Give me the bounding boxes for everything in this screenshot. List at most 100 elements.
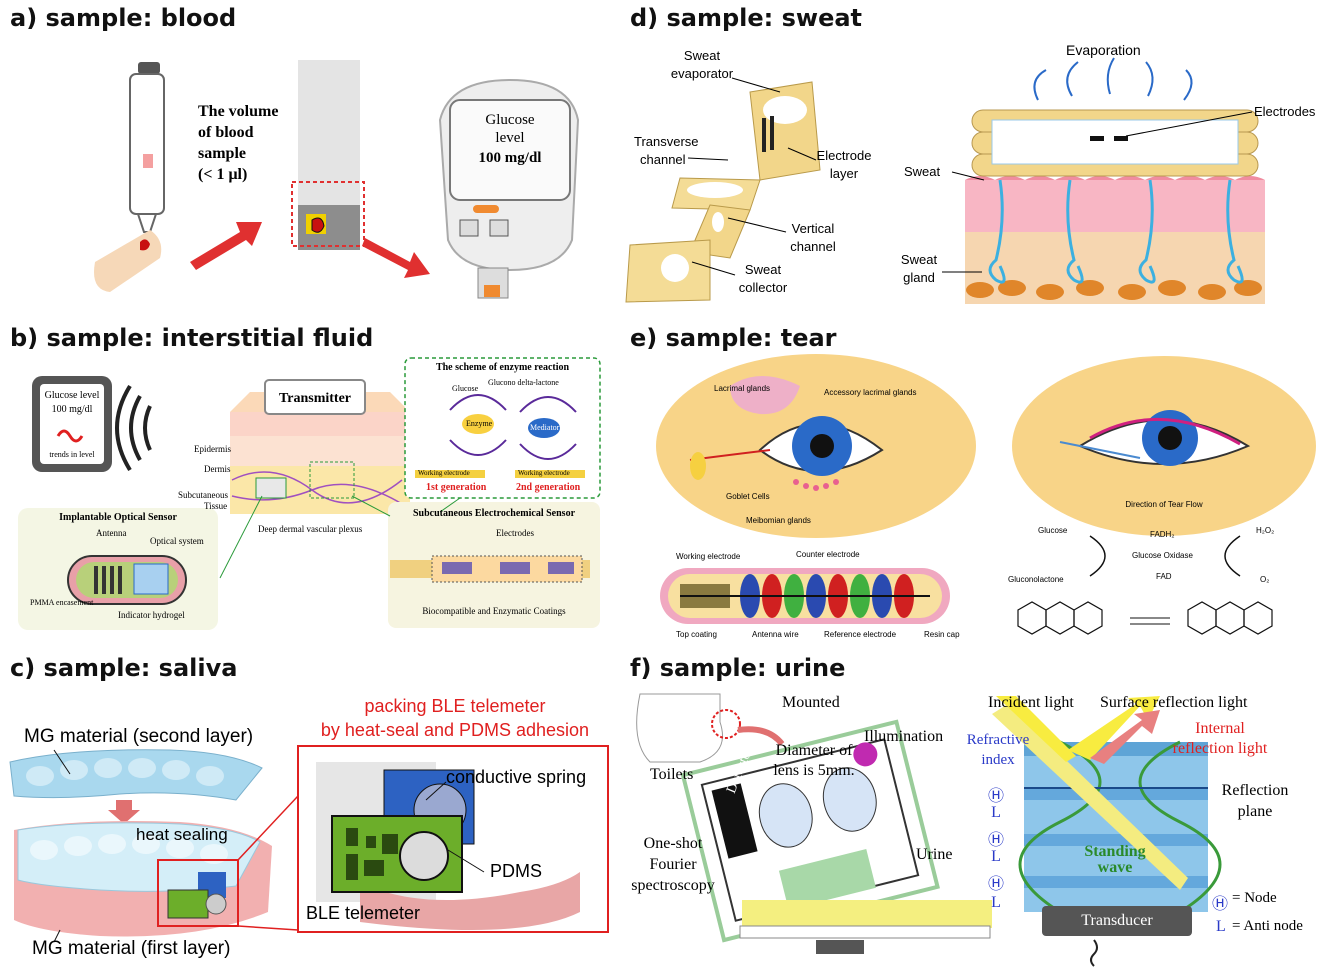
fadh2-label: FADH₂: [1150, 530, 1175, 539]
meter-value: 100 mg/dl: [478, 150, 542, 166]
refractive-index-label-1: Refractive: [966, 732, 1030, 748]
top-coating-label: Top coating: [676, 630, 717, 639]
blood-volume-line-2: of blood: [198, 124, 254, 141]
transducer-label: Transducer: [1081, 912, 1153, 929]
o2-label: O₂: [1260, 575, 1270, 584]
accessory-glands-label: Accessory lacrimal glands: [824, 388, 917, 397]
working-electrode-1: Working electrode: [418, 469, 470, 477]
enzyme-title: The scheme of enzyme reaction: [435, 362, 570, 373]
standing-wave-label-2: wave: [1097, 859, 1133, 876]
panel-title-interstitial-fluid: b) sample: interstitial fluid: [10, 324, 374, 352]
toilets-label: Toilets: [650, 766, 694, 783]
sweat-gland-label-1: Sweat: [900, 252, 938, 267]
electrode-layer-label-2: layer: [829, 166, 859, 181]
reference-electrode-label: Reference electrode: [824, 630, 897, 639]
working-electrode-e-label: Working electrode: [676, 552, 741, 561]
antinode-legend: = Anti node: [1232, 918, 1303, 934]
glucose-oxidase-label: Glucose Oxidase: [1132, 551, 1193, 560]
subcutaneous-label: Subcutaneous: [178, 490, 228, 500]
saliva-illustration: [9, 745, 609, 943]
counter-electrode-label: Counter electrode: [796, 550, 860, 559]
sweat-evaporator-label-2: evaporator: [670, 66, 734, 81]
fad-label: FAD: [1156, 572, 1172, 581]
oneshot-label-1: One-shot: [643, 835, 703, 852]
tear-flow-label: Direction of Tear Flow: [1125, 500, 1203, 509]
panel-sweat: d) sample: sweat: [620, 0, 1330, 320]
reflection-plane-label-2: plane: [1237, 803, 1273, 820]
enzyme-glucose: Glucose: [452, 384, 479, 393]
oneshot-label-3: spectroscopy: [631, 877, 715, 894]
ble-telemeter-label: BLE telemeter: [306, 903, 421, 923]
transverse-channel-label-1: Transverse: [634, 134, 699, 149]
antinode-symbol: L: [1216, 918, 1226, 935]
panel-blood: a) sample: blood The volume of blood sam…: [0, 0, 620, 320]
transmitter-label: Transmitter: [278, 391, 352, 406]
resin-cap-label: Resin cap: [924, 630, 960, 639]
illumination-label: Illumination: [864, 728, 944, 745]
blood-volume-line-4: (< 1 μl): [198, 166, 248, 183]
mounted-label: Mounted: [782, 694, 840, 711]
lacrimal-glands-label: Lacrimal glands: [714, 384, 771, 393]
panel-interstitial-fluid: b) sample: interstitial fluid: [0, 320, 620, 650]
enzyme-lactone: Glucono delta-lactone: [488, 378, 559, 387]
sweat-collector-label-2: collector: [738, 280, 788, 295]
red-caption-line-2: by heat-seal and PDMS adhesion: [320, 720, 590, 740]
node-symbol: Ⓗ: [1212, 896, 1229, 913]
lens-diameter-label-2: lens is 5mm.: [773, 762, 855, 779]
h2o2-label: H₂O₂: [1256, 526, 1275, 535]
antenna-label: Antenna: [96, 528, 127, 538]
optical-system-label: Optical system: [150, 536, 204, 546]
urine-label: Urine: [916, 846, 953, 863]
enzyme-label: Enzyme: [466, 419, 493, 428]
sweat-collector-label-1: Sweat: [744, 262, 782, 277]
pmma-label: PMMA encasement: [30, 598, 94, 607]
sweat-label: Sweat: [904, 164, 941, 179]
electrodes-label: Electrodes: [1254, 104, 1316, 119]
mediator-label: Mediator: [530, 423, 560, 432]
panel-saliva: c) sample: saliva packing BLE telemeter …: [0, 650, 620, 974]
panel-title-tear: e) sample: tear: [630, 324, 837, 352]
coatings-label: Biocompatible and Enzymatic Coatings: [422, 606, 566, 616]
panel-title-blood: a) sample: blood: [10, 4, 237, 32]
sweat-evaporator-label-1: Sweat: [683, 48, 721, 63]
refractive-tick-1: Ⓗ: [988, 788, 1005, 805]
panel-tear: e) sample: tear: [620, 320, 1330, 650]
standing-wave-label-1: Standing: [1084, 843, 1146, 860]
glucose-e-label: Glucose: [1038, 526, 1068, 535]
refractive-index-label-2: index: [981, 752, 1015, 768]
reflection-plane-label-1: Reflection: [1221, 782, 1289, 799]
panel-urine: f) sample: urine: [620, 650, 1330, 974]
pdms-label: PDMS: [490, 861, 543, 881]
blood-illustration: [94, 60, 580, 299]
working-electrode-2: Working electrode: [518, 469, 570, 477]
urine-illustration: [636, 693, 1222, 967]
meter-glucose-label: Glucose: [485, 112, 535, 128]
vertical-channel-label-2: channel: [790, 239, 836, 254]
refractive-tick-6: L: [991, 894, 1001, 911]
sweat-illustration: [625, 57, 1265, 304]
panel-title-urine: f) sample: urine: [630, 654, 846, 682]
interstitial-illustration: [18, 357, 601, 630]
conductive-spring-label: conductive spring: [446, 767, 587, 787]
sweat-gland-label-2: gland: [903, 270, 935, 285]
mg-second-layer-label: MG material (second layer): [24, 726, 254, 747]
internal-reflection-label-2: reflection light: [1172, 740, 1268, 757]
hydrogel-label: Indicator hydrogel: [118, 610, 185, 620]
refractive-tick-5: Ⓗ: [988, 876, 1005, 893]
refractive-tick-4: L: [991, 848, 1001, 865]
phone-trends-label: trends in level: [49, 450, 95, 459]
incident-light-label: Incident light: [988, 694, 1074, 711]
panel-title-saliva: c) sample: saliva: [10, 654, 238, 682]
electrochemical-sensor-title: Subcutaneous Electrochemical Sensor: [412, 508, 576, 519]
meibomian-glands-label: Meibomian glands: [746, 516, 811, 525]
goblet-cells-label: Goblet Cells: [726, 492, 770, 501]
refractive-tick-3: Ⓗ: [988, 832, 1005, 849]
internal-reflection-label-1: Internal: [1195, 720, 1245, 737]
optical-sensor-title: Implantable Optical Sensor: [59, 512, 177, 523]
lens-diameter-label-1: Diameter of: [775, 742, 853, 759]
transverse-channel-label-2: channel: [640, 152, 686, 167]
tissue-label: Tissue: [204, 501, 228, 511]
panel-title-sweat: d) sample: sweat: [630, 4, 863, 32]
antenna-wire-label: Antenna wire: [752, 630, 799, 639]
meter-level-label: level: [495, 130, 525, 146]
